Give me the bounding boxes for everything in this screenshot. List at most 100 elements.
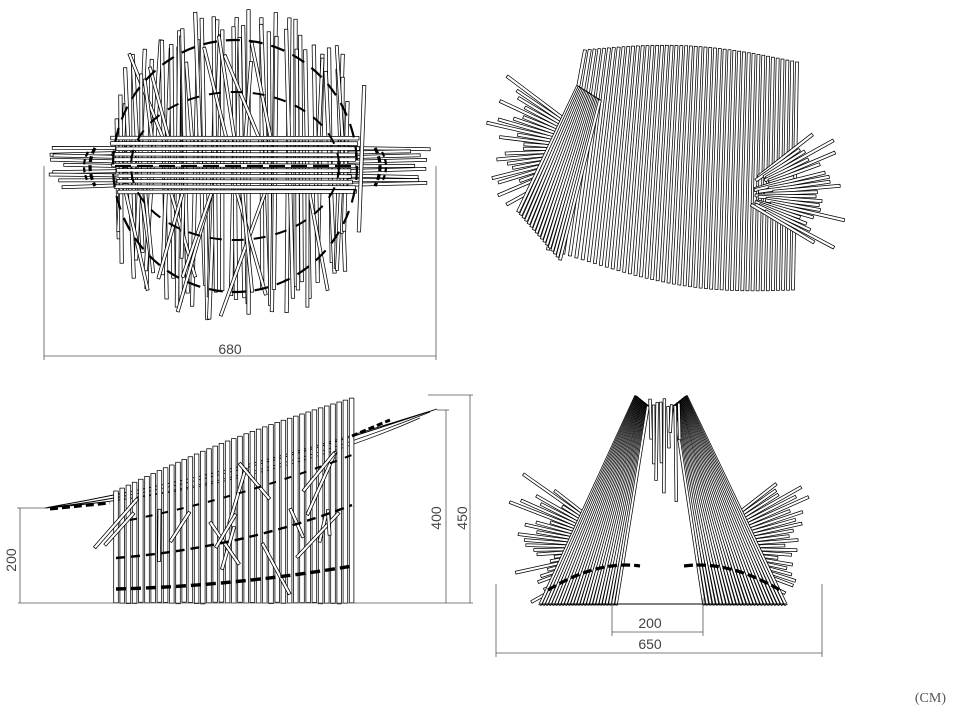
axo-sheet-slat xyxy=(698,47,713,289)
front-opening-width-label: 200 xyxy=(638,615,662,631)
front-band-dashes-left xyxy=(547,563,641,592)
axo-sheet-slat xyxy=(633,44,655,276)
side-diagonal-slat xyxy=(157,508,162,562)
axo-sheet-slat xyxy=(735,51,746,291)
plan-end-cap-right xyxy=(373,147,382,187)
front-center-slat xyxy=(662,398,667,494)
front-center-slat xyxy=(668,404,674,433)
side-slat xyxy=(324,405,330,604)
side-slat xyxy=(317,407,324,605)
plan-spine-strip xyxy=(110,135,360,141)
axo-sheet-slat xyxy=(616,45,640,272)
plan-slat xyxy=(356,85,367,233)
axo-sheet-slat xyxy=(672,45,689,285)
plan-length-label: 680 xyxy=(218,341,242,357)
side-upper-band-dashes xyxy=(129,454,353,521)
axo-sheet-slat xyxy=(622,45,645,273)
side-roof-edge-dashes xyxy=(351,418,391,438)
front-center-slat xyxy=(673,405,678,502)
plan-spine-strip xyxy=(112,157,356,162)
side-slat xyxy=(274,422,280,603)
axo-sheet-slat xyxy=(644,44,664,279)
axo-spike-right xyxy=(764,198,821,212)
side-roof-tip-height-label: 200 xyxy=(3,548,19,572)
axo-sheet-slat xyxy=(666,45,684,284)
axo-sheet-slat xyxy=(650,44,669,280)
plan-spine-strip xyxy=(117,189,357,195)
axo-sheet-slat xyxy=(639,44,660,278)
front-overall-width-label: 650 xyxy=(638,636,662,652)
side-slat xyxy=(218,443,225,603)
front-center-slat xyxy=(648,398,653,440)
side-slat xyxy=(200,450,206,605)
side-slat xyxy=(262,426,268,604)
plan-view: 680 xyxy=(43,9,437,360)
plan-slat xyxy=(271,35,279,290)
side-diagonal-slat xyxy=(214,513,238,549)
plan-spine-strip xyxy=(117,173,352,179)
plan-spine-strip xyxy=(113,184,356,190)
axo-sheet-slat xyxy=(745,53,756,292)
plan-slat xyxy=(231,26,239,300)
front-leg-left-slat xyxy=(614,405,650,606)
side-slat xyxy=(330,403,336,604)
plan-length-dimension: 680 xyxy=(43,166,437,360)
side-slat xyxy=(119,487,125,604)
plan-end-cap-left xyxy=(88,147,97,187)
axo-sheet-slat xyxy=(750,54,761,292)
side-slat xyxy=(150,473,156,603)
axo-sheet-slat xyxy=(719,49,732,291)
side-diagonal-slat xyxy=(260,542,292,596)
axo-spike-right xyxy=(767,150,837,183)
axo-sheet-slat xyxy=(655,44,674,282)
axo-spike-right xyxy=(769,201,846,223)
side-slat xyxy=(162,467,169,603)
axo-spike-right xyxy=(765,196,820,208)
axo-spike-right xyxy=(772,183,841,194)
side-overall-height-label: 450 xyxy=(454,506,470,530)
plan-spine-strip xyxy=(110,141,359,146)
side-diagonal-slat xyxy=(325,509,332,536)
side-middle-band-dashes xyxy=(115,503,353,560)
axo-sheet-slat xyxy=(627,45,650,275)
axo-sheet-slat xyxy=(730,50,742,291)
front-elevation: 200 650 xyxy=(495,395,823,657)
plan-diagonal-slat xyxy=(305,187,310,308)
side-slat xyxy=(348,397,355,604)
axo-sheet-slat xyxy=(709,48,722,290)
side-diagonal-slat xyxy=(103,511,136,547)
side-slat xyxy=(255,428,262,604)
axo-sheet-slat xyxy=(682,45,698,287)
side-slat xyxy=(212,445,218,603)
axo-spike-right xyxy=(767,174,830,191)
side-slat xyxy=(181,459,187,603)
front-band-dashes-right xyxy=(683,563,781,592)
axo-sheet-slat xyxy=(661,44,679,283)
side-front-height-label: 400 xyxy=(428,506,444,530)
axo-spike-right xyxy=(757,194,823,203)
side-diagonal-slat xyxy=(301,451,337,493)
axo-sheet-slat xyxy=(593,46,621,265)
side-slat xyxy=(311,409,318,603)
axo-spike-right xyxy=(765,138,835,180)
side-slat xyxy=(305,411,311,603)
axo-spike-right xyxy=(768,162,821,185)
plan-structure xyxy=(48,9,431,321)
axo-sheet-slat xyxy=(677,45,693,286)
side-elevation-structure xyxy=(44,397,438,605)
side-diagonal-slat xyxy=(93,497,139,550)
plan-outer-ring-dashes xyxy=(111,38,359,294)
side-slat xyxy=(144,476,150,604)
plan-end-whisker-right xyxy=(347,178,420,183)
plan-end-whisker-right xyxy=(347,181,428,187)
axo-spike-right xyxy=(763,157,810,183)
axo-wing-slat xyxy=(558,99,602,261)
axo-spike-right xyxy=(762,149,806,179)
plan-end-cap-right xyxy=(381,151,388,183)
axo-sheet-slat xyxy=(704,47,717,290)
axo-sheet-slat xyxy=(714,48,727,290)
side-slat xyxy=(193,453,200,604)
plan-spine-strip xyxy=(116,168,352,173)
front-center-slat xyxy=(654,402,659,481)
